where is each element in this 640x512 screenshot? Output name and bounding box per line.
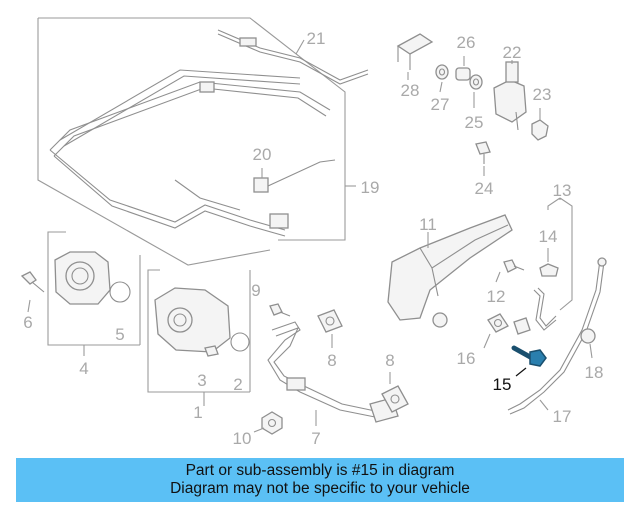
part-9-bolt	[269, 303, 291, 317]
part-label-11[interactable]: 11	[419, 215, 437, 234]
part-18-plug	[580, 328, 596, 359]
part-12-bolt	[495, 259, 525, 283]
part-label-17[interactable]: 17	[553, 407, 572, 426]
part-label-28[interactable]: 28	[401, 81, 420, 100]
part-21-hose	[217, 29, 369, 85]
part-label-3[interactable]: 3	[197, 371, 206, 390]
part-26-bushing	[455, 56, 471, 81]
part-label-2[interactable]: 2	[233, 375, 242, 394]
part-25-washer	[469, 74, 483, 108]
part-label-19[interactable]: 19	[361, 178, 380, 197]
part-7-pipe	[267, 321, 399, 426]
part-27-washer	[435, 64, 449, 93]
part-label-20[interactable]: 20	[253, 145, 272, 164]
part-16-gasket	[483, 313, 531, 349]
part-label-26[interactable]: 26	[457, 33, 476, 52]
pipe-assembly-19	[49, 69, 331, 237]
part-24-bolt	[475, 141, 491, 176]
banner-line-2: Diagram may not be specific to your vehi…	[170, 480, 470, 497]
part-label-5[interactable]: 5	[115, 325, 124, 344]
parts-diagram: 1 2 3 4 5 6 7 8 8 9 10 11 12 13 14 15 16…	[20, 17, 607, 448]
part-label-23[interactable]: 23	[533, 85, 552, 104]
part-8-gasket-b	[381, 372, 409, 413]
part-label-4[interactable]: 4	[79, 359, 88, 378]
part-label-27[interactable]: 27	[431, 95, 450, 114]
part-28-bracket	[396, 33, 434, 80]
part-label-15[interactable]: 15	[493, 375, 512, 394]
part-11-egr-cooler	[387, 214, 513, 328]
part-22-solenoid	[493, 60, 527, 131]
part-label-8a[interactable]: 8	[327, 351, 336, 370]
part-label-1[interactable]: 1	[193, 403, 202, 422]
group-box-19	[37, 17, 356, 266]
part-label-13[interactable]: 13	[553, 181, 572, 200]
part-23-nut	[531, 108, 549, 141]
part-label-10[interactable]: 10	[233, 429, 252, 448]
part-label-9[interactable]: 9	[251, 281, 260, 300]
part-label-16[interactable]: 16	[457, 349, 476, 368]
banner-line-1: Part or sub-assembly is #15 in diagram	[185, 462, 455, 479]
part-label-21[interactable]: 21	[307, 29, 326, 48]
part-label-14[interactable]: 14	[539, 227, 558, 246]
part-8-gasket-a	[317, 309, 343, 348]
group-box-13	[533, 197, 573, 331]
part-label-12[interactable]: 12	[487, 287, 506, 306]
part-6-bolt	[20, 271, 45, 313]
info-banner: Part or sub-assembly is #15 in diagram D…	[16, 458, 624, 502]
part-label-8b[interactable]: 8	[385, 351, 394, 370]
part-label-7[interactable]: 7	[311, 429, 320, 448]
group-box-4	[47, 231, 141, 356]
part-15-bolt[interactable]	[511, 345, 547, 377]
part-label-22[interactable]: 22	[503, 43, 522, 62]
part-label-24[interactable]: 24	[475, 179, 494, 198]
part-label-18[interactable]: 18	[585, 363, 604, 382]
group-box-1	[147, 269, 251, 406]
part-label-25[interactable]: 25	[465, 113, 484, 132]
part-17-pipe	[507, 257, 607, 415]
part-20-sensor	[253, 159, 336, 193]
part-label-6[interactable]: 6	[23, 313, 32, 332]
part-10-nut	[253, 411, 283, 435]
